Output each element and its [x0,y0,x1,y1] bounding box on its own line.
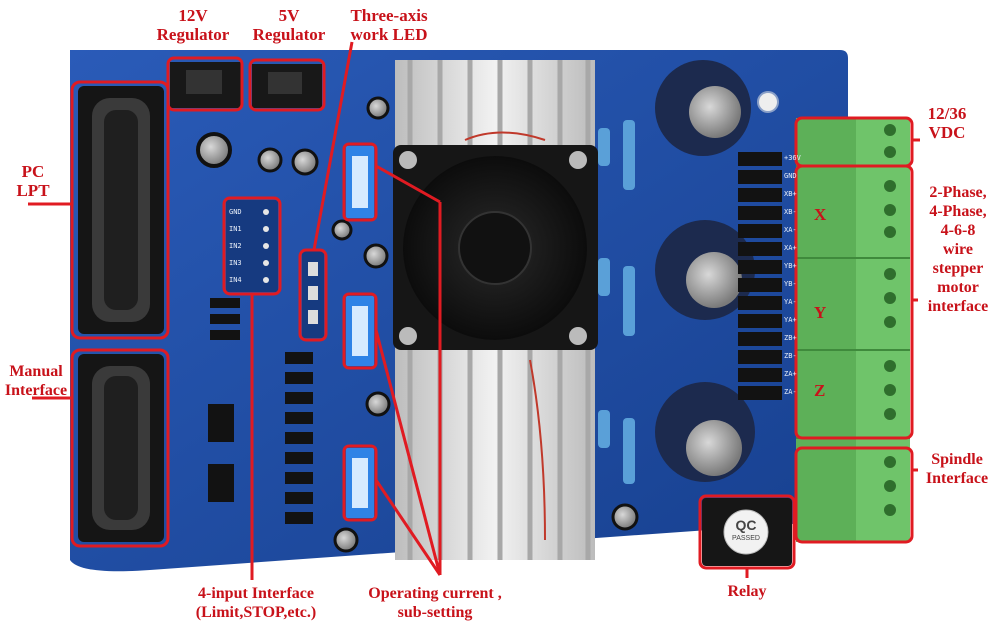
logic-ic [208,404,234,442]
label-spindle-line1: Spindle [931,451,983,468]
label-5v-regulator-line1: 5V [278,6,300,25]
label-vdc: 12/36 VDC [916,104,978,142]
highlight-12v-regulator [166,56,244,112]
label-motor-line3: 4-6-8 [940,222,976,239]
mounting-hole [757,91,779,113]
label-input-line2: (Limit,STOP,etc.) [195,604,317,621]
silk-terminal: ZA+ [784,370,797,378]
label-current-line2: sub-setting [397,604,473,621]
silk-terminal: XA- [784,226,797,234]
silk-terminal: XB+ [784,190,797,198]
highlight-dip-z [342,444,378,522]
label-motor-line4: wire [943,241,973,258]
dip-switch-z [346,448,374,518]
relay [702,498,792,566]
label-manual-interface-line2: Interface [4,382,68,399]
silk-terminal: YB+ [784,262,797,270]
label-pc-lpt: PC LPT [8,162,58,200]
label-stepper-motor-interface: 2-Phase, 4-Phase, 4-6-8 wire stepper mot… [918,183,998,316]
label-motor-line5: stepper [932,260,984,277]
highlight-5v-regulator [248,58,326,112]
label-12v-regulator-line2: Regulator [156,25,230,44]
label-operating-current: Operating current , sub-setting [350,584,520,622]
silk-in2: IN2 [229,242,242,250]
optocoupler-array [210,298,313,524]
logic-ic [208,464,234,502]
highlight-pc-lpt [70,80,170,340]
silk-terminal: GND [784,172,797,180]
label-motor-line7: interface [927,298,989,315]
label-motor-line1: 2-Phase, [929,184,987,201]
highlight-dip-x [342,142,378,222]
silk-in4: IN4 [229,276,242,284]
db25-connector-top [78,86,164,334]
silk-in1: IN1 [229,225,242,233]
label-vdc-line2: VDC [928,123,966,142]
silk-terminal: ZA- [784,388,797,396]
axis-x-label: X [814,205,827,224]
label-current-line1: Operating current , [368,585,502,602]
label-5v-regulator: 5V Regulator [244,6,334,44]
axis-z-label: Z [814,381,826,400]
filter-capacitor [655,220,755,320]
label-three-axis-led-line1: Three-axis [350,6,428,25]
axis-y-label: Y [814,303,827,322]
label-motor-line2: 4-Phase, [929,203,987,220]
label-4-input-interface: 4-input Interface (Limit,STOP,etc.) [176,584,336,622]
qc-mark: QC [735,517,757,533]
silk-in3: IN3 [229,259,242,267]
silk-terminal: YB- [784,280,797,288]
highlight-motor [794,164,914,440]
qc-passed-text: PASSED [732,535,760,542]
cooling-fan [393,145,598,350]
label-12v-regulator-line1: 12V [178,6,208,25]
silk-terminal: ZB+ [784,334,797,342]
silk-terminal: XA+ [784,244,797,252]
silk-terminal: YA+ [784,316,797,324]
silk-gnd: GND [229,208,242,216]
label-three-axis-led: Three-axis work LED [334,6,444,44]
filter-capacitor [655,382,755,482]
highlight-manual-interface [70,348,170,548]
input-header [226,200,278,292]
label-12v-regulator: 12V Regulator [148,6,238,44]
label-manual-interface-line1: Manual [9,363,63,380]
silk-terminal: YA- [784,298,797,306]
label-manual-interface: Manual Interface [0,362,72,400]
label-spindle-interface: Spindle Interface [916,450,998,488]
highlight-led [298,248,328,342]
power-resistors [598,120,635,484]
silk-terminal: ZB- [784,352,797,360]
db25-connector-bottom [78,354,164,542]
label-relay-line1: Relay [727,583,767,600]
silk-terminal: XB- [784,208,797,216]
terminal-block [796,118,910,542]
label-three-axis-led-line2: work LED [350,25,428,44]
silk-terminal: +36V [784,154,801,162]
filter-capacitor [655,60,751,156]
dip-switch-x [346,146,374,218]
label-relay: Relay [710,582,784,601]
label-spindle-line2: Interface [925,470,989,487]
label-5v-regulator-line2: Regulator [252,25,326,44]
label-vdc-line1: 12/36 [927,104,967,123]
label-motor-line6: motor [937,279,979,296]
label-pc-lpt-line2: LPT [16,181,50,200]
label-pc-lpt-line1: PC [21,162,45,181]
dip-switch-y [346,296,374,366]
highlight-spindle [794,446,914,544]
label-input-line1: 4-input Interface [198,585,314,602]
